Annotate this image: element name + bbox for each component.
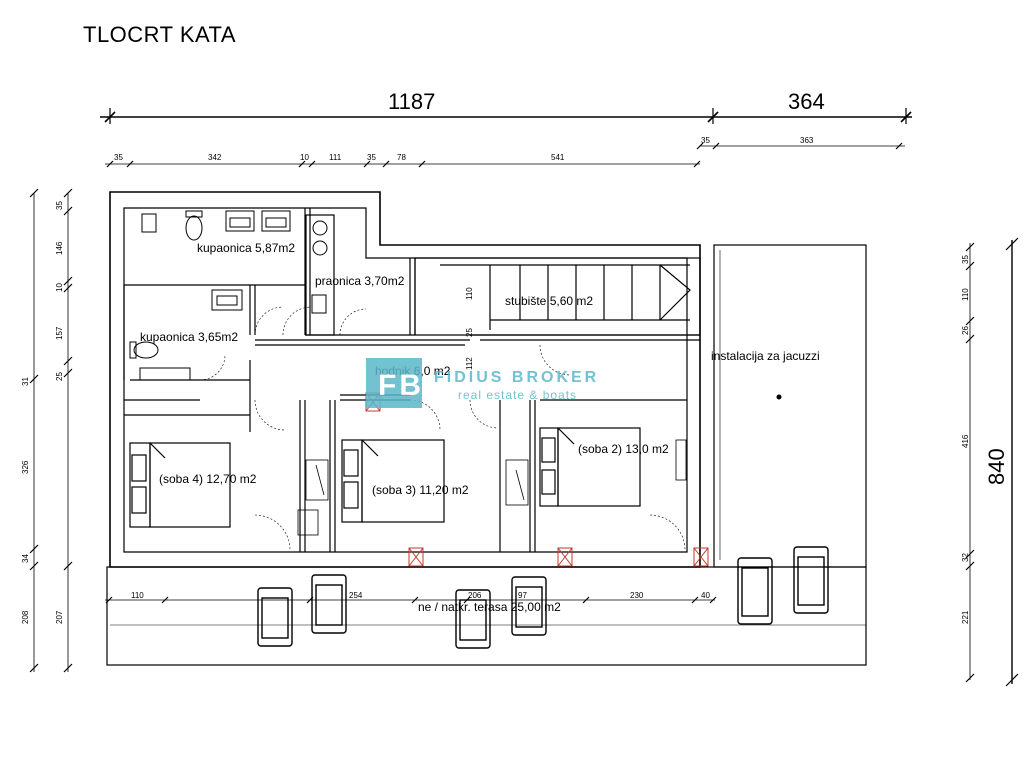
terrace-chairs	[257, 546, 829, 649]
toilet-icon	[133, 341, 159, 359]
watermark-logo	[366, 358, 422, 408]
left-dimensions: 35 146 10 157 25 31 326 34 208 207	[21, 188, 73, 673]
room-labels: kupaonica 5,87m2 praonica 3,70m2 stubišt…	[140, 241, 820, 614]
toilet-icon	[185, 215, 203, 241]
bottom-dimensions: 110 254 206 97 230 40	[105, 591, 717, 604]
washer-icon	[312, 220, 328, 236]
room-label-kupaonica-2: kupaonica 3,65m2	[140, 330, 238, 344]
watermark-logo-letters: FB	[378, 369, 424, 402]
sink-icon	[261, 210, 291, 232]
fixtures	[129, 210, 328, 381]
sink-icon	[211, 289, 243, 311]
dryer-icon	[312, 240, 328, 256]
dim-top-78: 78	[397, 153, 406, 162]
dim-bottom-40: 40	[701, 591, 710, 600]
dim-top-363: 363	[800, 136, 814, 145]
dim-top-541: 541	[551, 153, 565, 162]
dim-inner-112: 112	[465, 357, 474, 370]
dim-left-31: 31	[21, 377, 30, 386]
room-label-soba-2: (soba 2) 13,0 m2	[578, 442, 669, 456]
wardrobes	[297, 439, 687, 536]
dim-right-221: 221	[961, 610, 970, 624]
dim-364: 364	[788, 89, 825, 114]
dim-top-35c: 35	[701, 136, 710, 145]
room-label-praonica: praonica 3,70m2	[315, 274, 405, 288]
dim-top-35b: 35	[367, 153, 376, 162]
plan-title: TLOCRT KATA	[83, 22, 237, 47]
dim-right-32: 32	[961, 553, 970, 562]
window-markers	[365, 392, 709, 567]
bed-soba-3	[341, 439, 445, 523]
dim-1187: 1187	[388, 89, 435, 114]
watermark-name: FIDIUS BROKER	[434, 369, 599, 386]
top-detail-dimension: 35 342 10 111 35 78 541 35 363	[105, 136, 905, 168]
beds	[129, 427, 641, 528]
dim-left-326: 326	[21, 460, 30, 474]
room-label-kupaonica-1: kupaonica 5,87m2	[197, 241, 295, 255]
room-label-jacuzzi: instalacija za jacuzzi	[711, 349, 820, 363]
room-label-soba-3: (soba 3) 11,20 m2	[372, 483, 469, 497]
shower-icon	[141, 213, 157, 233]
jacuzzi-marker	[776, 394, 782, 400]
dim-right-26: 26	[961, 326, 970, 335]
bed-soba-4	[129, 442, 231, 528]
room-label-terasa: ne / natkr. terasa 25,00 m2	[418, 600, 561, 614]
sink-icon	[225, 210, 255, 232]
watermark-tagline: real estate & boats	[458, 388, 577, 402]
inner-dimensions: 110 25 112	[465, 287, 474, 370]
bed-soba-2	[539, 427, 641, 507]
building-outline	[106, 191, 867, 666]
dim-inner-110: 110	[465, 287, 474, 300]
dim-bottom-206: 206	[468, 591, 482, 600]
dim-bottom-97: 97	[518, 591, 527, 600]
dim-bottom-230: 230	[630, 591, 644, 600]
dim-840: 840	[984, 448, 1009, 485]
dim-left-146: 146	[55, 241, 64, 255]
dim-left-25: 25	[55, 372, 64, 381]
dim-inner-25: 25	[465, 328, 474, 337]
dim-left-34: 34	[21, 554, 30, 563]
interior-walls	[123, 208, 701, 552]
dim-top-342: 342	[208, 153, 222, 162]
dim-left-208: 208	[21, 610, 30, 624]
dim-right-35: 35	[961, 255, 970, 264]
dim-top-35a: 35	[114, 153, 123, 162]
dim-left-10: 10	[55, 283, 64, 292]
dim-bottom-110: 110	[131, 591, 144, 600]
room-label-soba-4: (soba 4) 12,70 m2	[159, 472, 257, 486]
dim-top-10: 10	[300, 153, 309, 162]
watermark: FB FIDIUS BROKER real estate & boats	[366, 358, 599, 408]
dim-left-207: 207	[55, 610, 64, 624]
right-dimensions: 35 110 26 416 32 221 840	[961, 237, 1019, 687]
dim-left-35: 35	[55, 201, 64, 210]
room-label-stubiste: stubište 5,60 m2	[505, 294, 593, 308]
top-main-dimension: 1187 364	[100, 89, 912, 124]
dim-left-157: 157	[55, 326, 64, 340]
dim-bottom-254: 254	[349, 591, 363, 600]
dim-top-111: 111	[329, 153, 342, 162]
dim-right-110: 110	[961, 288, 970, 301]
dim-right-416: 416	[961, 434, 970, 448]
